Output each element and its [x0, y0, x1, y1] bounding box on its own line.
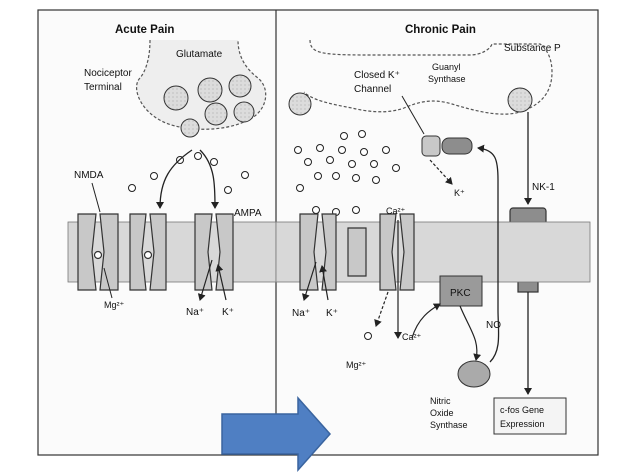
na-label-left: Na⁺	[186, 307, 204, 318]
cfos-label-2: Expression	[500, 419, 545, 429]
substance-p-vesicle	[508, 88, 532, 112]
na-label-right: Na⁺	[292, 308, 310, 319]
k-label-left: K⁺	[222, 307, 234, 318]
closed-k-label-1: Closed K⁺	[354, 70, 400, 81]
nk1-label: NK-1	[532, 182, 555, 193]
acute-pain-title: Acute Pain	[115, 24, 174, 36]
k-label-right: K⁺	[326, 308, 338, 319]
mg-label-left: Mg²⁺	[104, 300, 124, 310]
mg-ion-right	[365, 333, 372, 340]
closed-k-channel	[422, 136, 440, 156]
nociceptor-label-1: Nociceptor	[84, 68, 132, 79]
chronic-pain-title: Chronic Pain	[405, 24, 476, 36]
mg-label-right: Mg²⁺	[346, 360, 366, 370]
guanyl-label-1: Guanyl	[432, 62, 461, 72]
nos-label-2: Oxide	[430, 408, 454, 418]
nitric-oxide-synthase	[458, 361, 490, 387]
nos-label-3: Synthase	[430, 420, 468, 430]
substance-p-label: Substance P	[504, 43, 561, 54]
nociceptor-label-2: Terminal	[84, 82, 122, 93]
vesicle-right-1	[289, 93, 311, 115]
ca-top-label: Ca²⁺	[386, 206, 406, 216]
glutamate-label: Glutamate	[176, 49, 223, 60]
ampa-label: AMPA	[234, 208, 262, 219]
nmda-label: NMDA	[74, 170, 104, 181]
k-gate-label: K⁺	[454, 188, 465, 198]
guanyl-label-2: Synthase	[428, 74, 466, 84]
pkc-label: PKC	[450, 288, 471, 299]
nos-label-1: Nitric	[430, 396, 451, 406]
closed-k-label-2: Channel	[354, 84, 391, 95]
cfos-label-1: c-fos Gene	[500, 405, 544, 415]
guanyl-synthase	[442, 138, 472, 154]
